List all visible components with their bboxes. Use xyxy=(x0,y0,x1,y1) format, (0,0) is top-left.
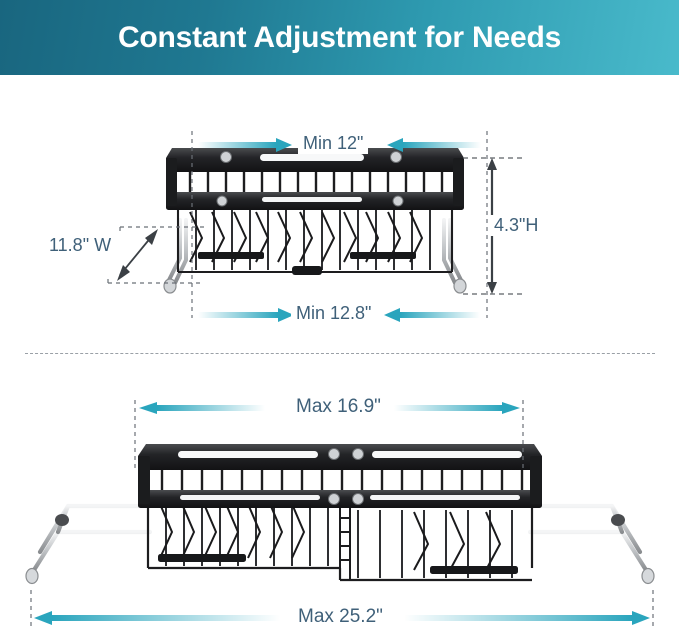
product-illustration-max xyxy=(10,440,670,620)
arrow-min-12-8-left xyxy=(198,308,294,322)
dimension-label-max-base-width: Max 25.2" xyxy=(293,606,388,628)
arrow-max-16-9-right xyxy=(394,402,520,414)
dimension-label-min-height: 4.3"H xyxy=(489,215,544,236)
product-illustration-min xyxy=(150,140,480,310)
dimension-label-min-top-width: Min 12" xyxy=(298,133,369,154)
page-title: Constant Adjustment for Needs xyxy=(117,20,562,54)
dimension-label-min-base-width: Min 12.8" xyxy=(291,303,377,324)
arrow-max-16-9-left xyxy=(139,402,265,414)
arrow-min-12-8-right xyxy=(384,308,480,322)
dimension-label-min-depth-width: 11.8" W xyxy=(44,235,117,256)
section-divider xyxy=(25,353,655,354)
header-banner: Constant Adjustment for Needs xyxy=(0,0,679,75)
dimension-label-max-top-width: Max 16.9" xyxy=(291,396,386,418)
